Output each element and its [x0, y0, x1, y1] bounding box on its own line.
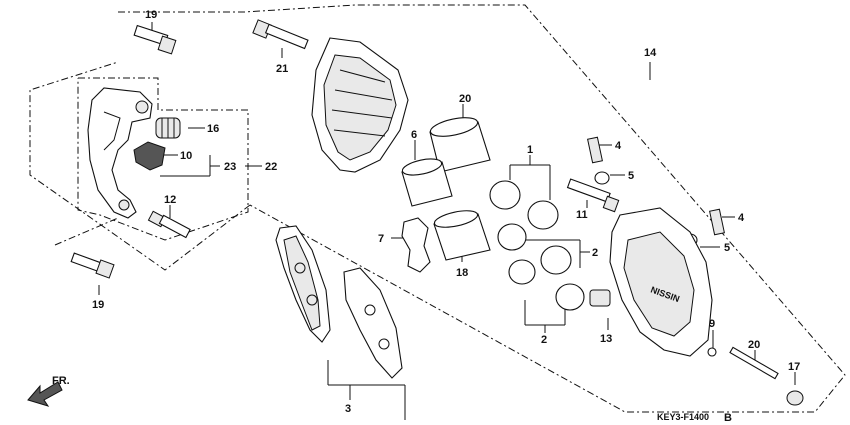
retainer-10: [133, 141, 166, 171]
callout-5-lower: 5: [724, 242, 730, 254]
callout-1: 1: [527, 144, 533, 156]
callout-13: 13: [600, 333, 612, 345]
caliper-bracket: [87, 87, 153, 219]
brake-pads-3: [275, 225, 403, 379]
bleeder-cap-5-upper: [594, 171, 610, 185]
callout-2-upper: 2: [592, 247, 598, 259]
callout-16: 17: [788, 361, 800, 373]
callout-18: 20: [748, 339, 760, 351]
callout-20: 19: [145, 9, 157, 21]
boot-14: [155, 117, 181, 139]
hanger-pin-18: [729, 346, 779, 380]
washer-9: [707, 347, 717, 357]
callout-23: 23: [224, 161, 236, 173]
group-outline-lower: [54, 217, 119, 246]
bolt-20-bottom: [70, 252, 115, 279]
callout-22: 22: [265, 161, 277, 173]
callout-4-lower: 4: [738, 212, 745, 224]
plug-16: [786, 390, 804, 406]
banjo-fitting-13: [589, 289, 611, 307]
direction-arrow: FR.: [27, 375, 70, 407]
catalog-code-suffix: B: [724, 412, 732, 424]
group-outline-bracket: [77, 77, 249, 241]
piston-19: [429, 117, 491, 173]
callout-labels: 19 21 20 6 1 16 10 23 22 12 7 18 2 2 3 4…: [92, 9, 800, 415]
callout-14: 16: [207, 123, 219, 135]
pin-11: [566, 178, 620, 213]
callout-2-lower: 2: [541, 334, 547, 346]
callout-10: 10: [180, 150, 192, 162]
piston-6: [401, 158, 453, 207]
bleeder-valve-4-upper: [587, 136, 603, 164]
group-outline-caliper-assembly: [29, 4, 846, 413]
direction-label: FR.: [52, 375, 70, 387]
callout-19: 20: [459, 93, 471, 105]
callout-9: 9: [709, 318, 715, 330]
callout-20-lower: 19: [92, 299, 104, 311]
bolt-20-top: [133, 24, 177, 55]
callout-11: 11: [576, 209, 588, 221]
callout-5-upper: 5: [628, 170, 634, 182]
caliper-body: NISSIN: [609, 207, 713, 357]
callout-6: 6: [411, 129, 417, 141]
pad-spring-7: [401, 217, 431, 273]
callout-12: 12: [164, 194, 176, 206]
callout-7: 7: [378, 233, 384, 245]
callout-3: 3: [345, 403, 351, 415]
bolt-21: [252, 19, 309, 50]
pin-12: [147, 210, 191, 239]
piston-seals: [489, 180, 585, 311]
callout-4-upper: 4: [615, 140, 622, 152]
catalog-code-text: KEY3-F1400: [657, 412, 709, 422]
callout-17: 18: [456, 267, 468, 279]
piston-17: [433, 210, 491, 261]
pad-backing-plate: [311, 37, 409, 173]
catalog-code: KEY3-F1400 B: [657, 412, 732, 424]
callout-15: 14: [644, 47, 657, 59]
bleeder-valve-4-lower: [709, 208, 725, 236]
callout-21: 21: [276, 63, 288, 75]
